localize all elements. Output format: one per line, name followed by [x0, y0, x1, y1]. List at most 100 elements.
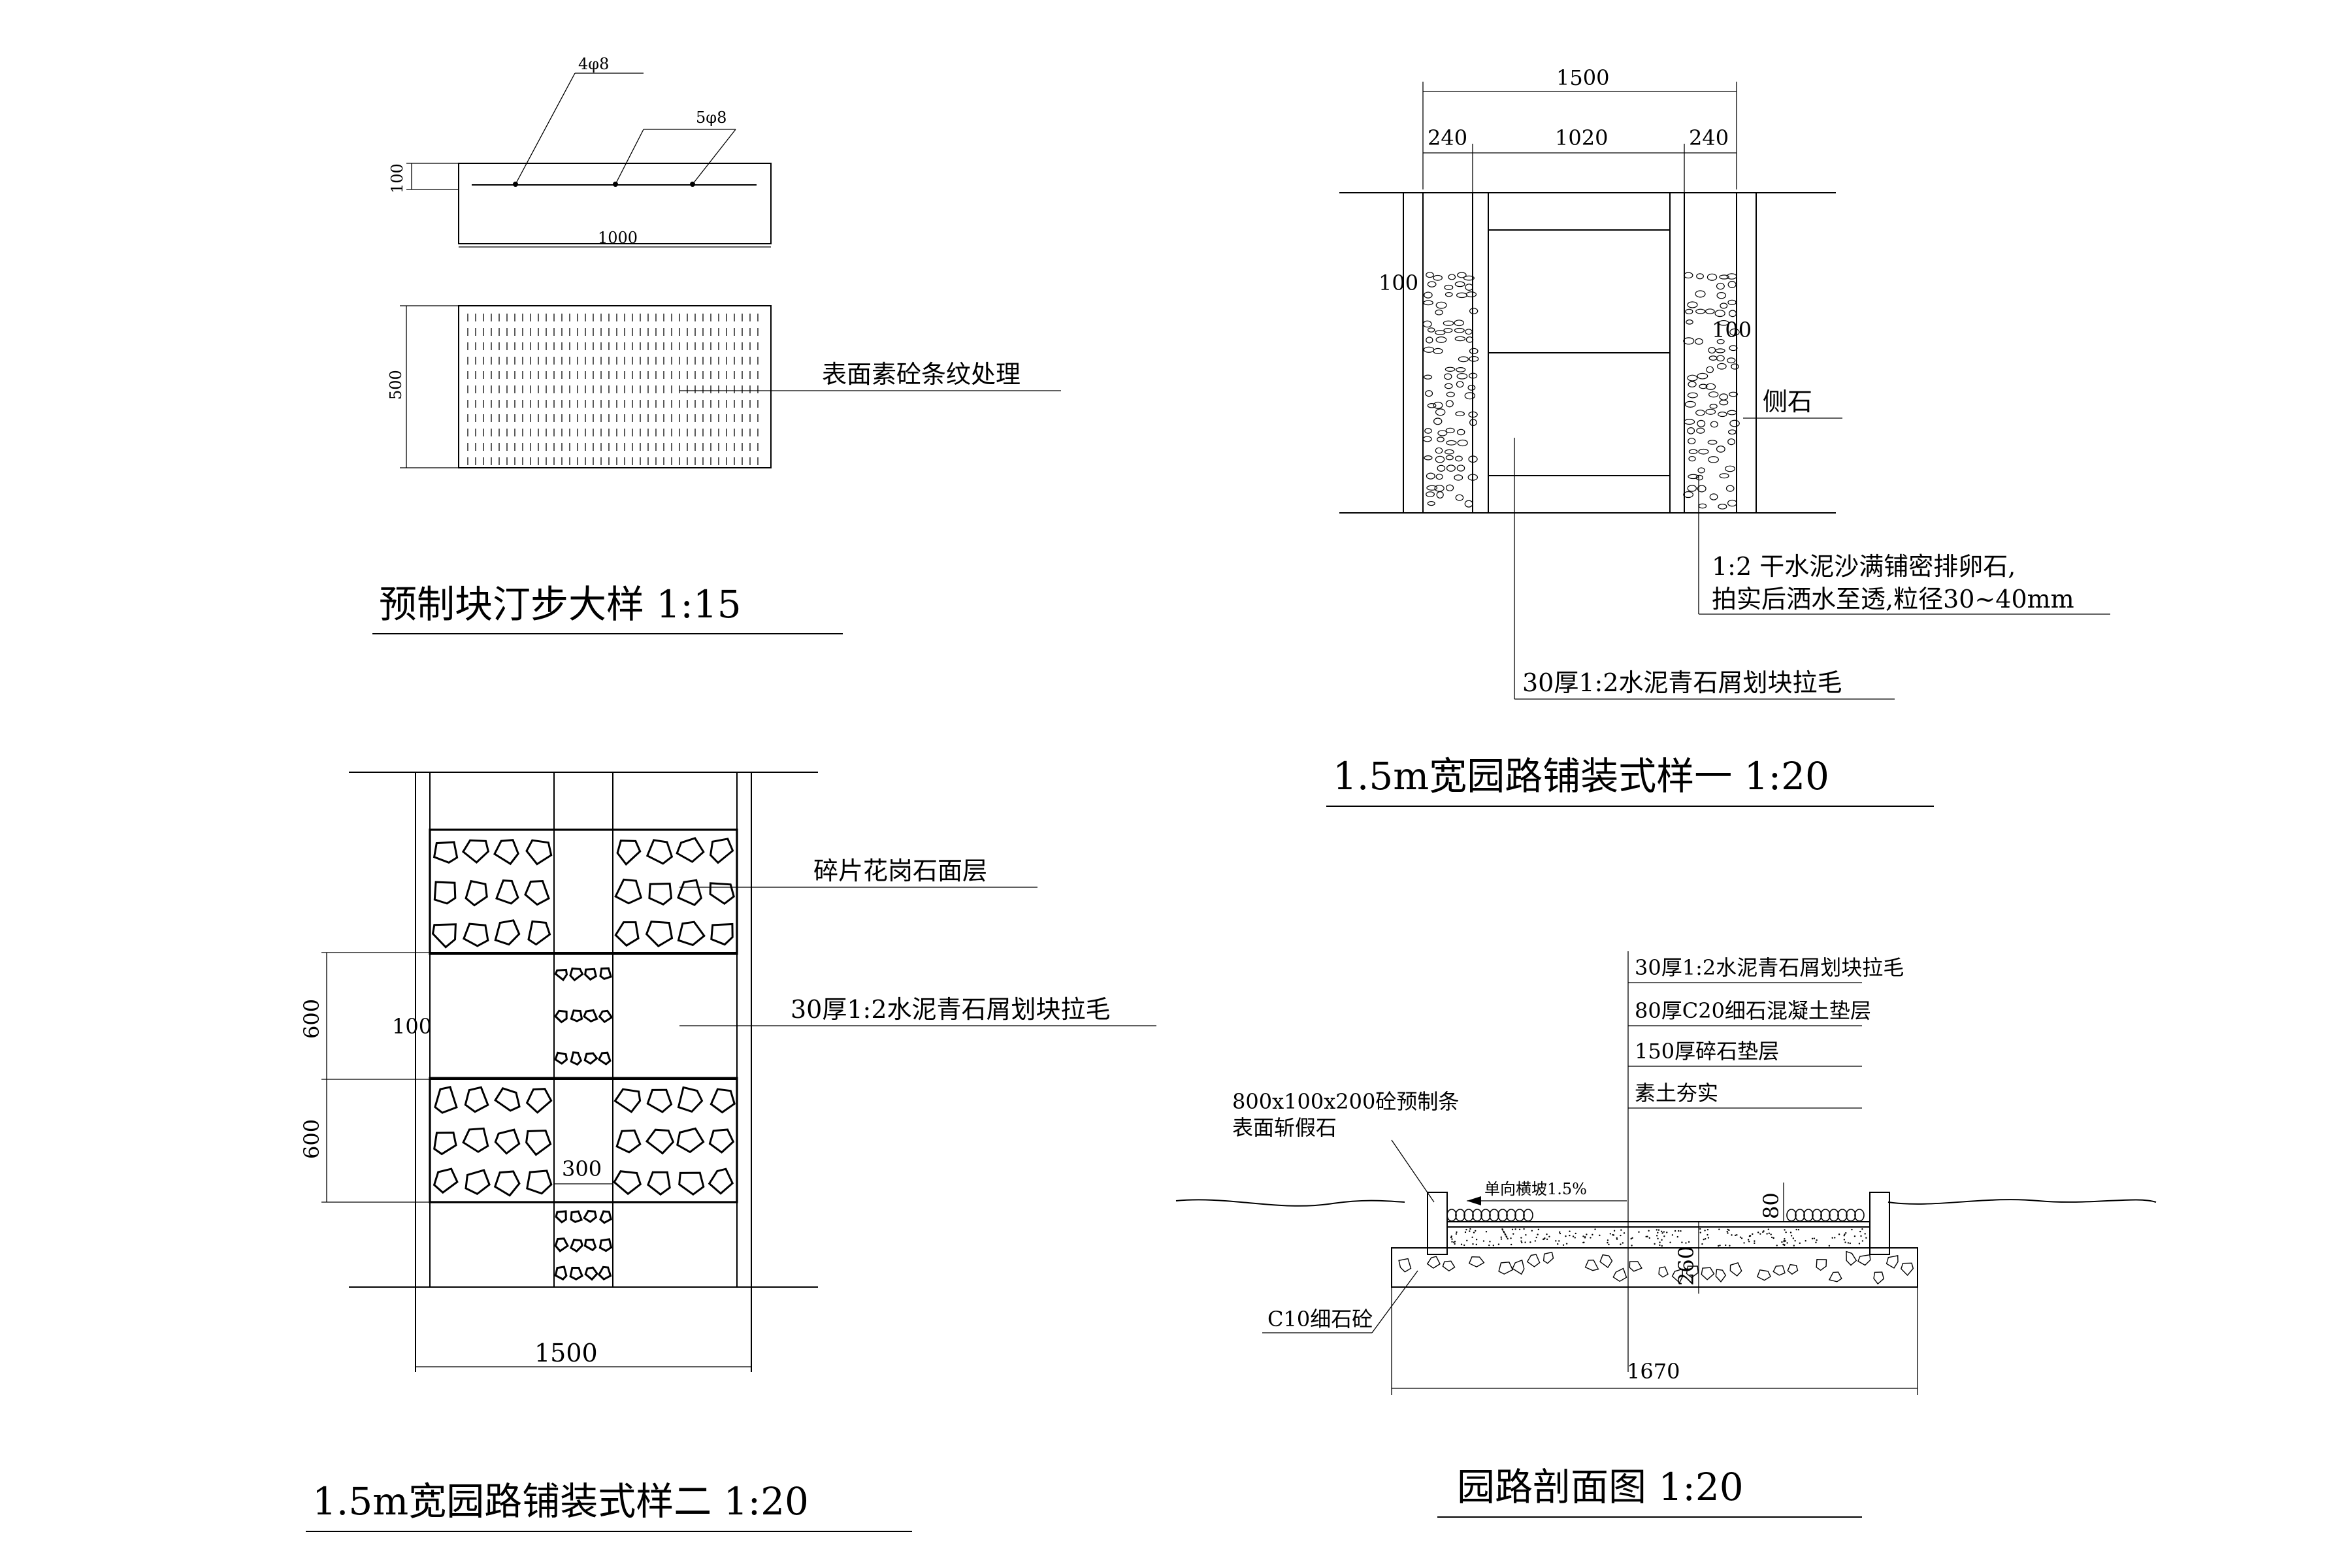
speckle-dot — [1843, 1235, 1845, 1237]
speckle-dot — [1657, 1237, 1659, 1240]
granite-fragment — [433, 1132, 457, 1156]
pebble — [1718, 411, 1727, 417]
pebble — [1469, 372, 1478, 379]
speckle-dot — [1771, 1236, 1773, 1239]
gravel-stone — [1756, 1269, 1771, 1281]
speckle-dot — [1748, 1235, 1751, 1237]
pebble — [1688, 449, 1698, 455]
pebble — [1698, 503, 1707, 509]
speckle-dot — [1471, 1236, 1473, 1238]
pebble — [1695, 474, 1703, 481]
curb-note-line2: 表面斩假石 — [1232, 1115, 1337, 1140]
pebble-coil — [1472, 1209, 1482, 1222]
granite-fragment — [584, 1266, 598, 1281]
dim-100: 100 — [392, 1014, 432, 1039]
pebble — [1454, 455, 1463, 462]
speckle-dot — [1731, 1234, 1733, 1236]
granite-fragment — [613, 1170, 642, 1196]
speckle-dot — [1736, 1233, 1738, 1236]
speckle-dot — [1858, 1243, 1861, 1245]
pebble — [1456, 292, 1467, 299]
curb-left — [1427, 1192, 1448, 1255]
speckle-dot — [1469, 1230, 1471, 1232]
speckle-dot — [1783, 1244, 1786, 1247]
gravel-stone — [1715, 1269, 1727, 1282]
speckle-dot — [1805, 1240, 1806, 1242]
speckle-dot — [1510, 1237, 1512, 1239]
speckle-dot — [1703, 1238, 1705, 1241]
speckle-dot — [1465, 1228, 1467, 1231]
pebble — [1436, 491, 1444, 498]
granite-fragment — [648, 882, 673, 906]
speckle-dot — [1849, 1242, 1852, 1245]
granite-fragment — [554, 1266, 568, 1281]
pebble — [1688, 455, 1696, 462]
pebble — [1424, 428, 1432, 434]
speckle-dot — [1785, 1231, 1787, 1233]
granite-fragment — [677, 879, 702, 906]
speckle-dot — [1463, 1244, 1465, 1247]
granite-fragment — [554, 1051, 568, 1065]
base-note: C10细石砼 — [1267, 1307, 1373, 1331]
pebble — [1683, 337, 1695, 345]
pebble — [1435, 336, 1447, 344]
speckle-dot — [1815, 1241, 1817, 1243]
speckle-dot — [1743, 1242, 1745, 1244]
granite-fragment — [461, 839, 490, 864]
speckle-dot — [1656, 1235, 1658, 1237]
speckle-dot — [1813, 1237, 1816, 1239]
pebble — [1446, 465, 1456, 472]
slope-arrow-icon — [1467, 1196, 1481, 1205]
speckle-dot — [1529, 1241, 1531, 1243]
speckle-dot — [1645, 1235, 1647, 1238]
pebble — [1455, 411, 1465, 417]
pebble — [1707, 440, 1718, 445]
pebble — [1720, 302, 1728, 309]
pebble-coil — [1514, 1209, 1525, 1222]
pebble — [1709, 403, 1718, 409]
pebble — [1695, 410, 1706, 416]
pebble — [1456, 429, 1465, 436]
leader-line — [615, 129, 644, 185]
speckle-dot — [1607, 1239, 1609, 1241]
speckle-dot — [1660, 1230, 1663, 1233]
pebble — [1455, 494, 1464, 501]
gravel-stone — [1686, 1266, 1699, 1279]
speckle-dot — [1521, 1241, 1523, 1244]
granite-fragment — [584, 968, 597, 981]
gravel-stone — [1787, 1264, 1799, 1275]
speckle-dot — [1648, 1230, 1650, 1232]
speckle-dot — [1557, 1243, 1559, 1245]
dim-total: 1500 — [534, 1339, 598, 1367]
pebble — [1423, 300, 1433, 306]
granite-fragment — [614, 878, 643, 905]
pebble-edging — [1446, 1209, 1865, 1222]
title-drawing1: 预制块汀步大样 1:15 — [379, 582, 742, 627]
gravel-stone — [1599, 1254, 1613, 1269]
pebble — [1719, 473, 1729, 479]
speckle-dot — [1718, 1228, 1720, 1230]
pebble — [1434, 485, 1445, 492]
speckle-dot — [1851, 1228, 1853, 1231]
pebble-coil — [1489, 1209, 1499, 1222]
speckle-dot — [1514, 1228, 1516, 1230]
speckle-dot — [1582, 1235, 1584, 1237]
speckle-dot — [1859, 1230, 1861, 1233]
pebble — [1683, 272, 1693, 279]
speckle-dot — [1546, 1233, 1548, 1235]
granite-fragment — [615, 1129, 642, 1154]
speckle-dot — [1699, 1232, 1701, 1233]
paving-style-two: 600 600 100 300 1500 碎片花岗石面层 30厚1:2水泥青石屑… — [299, 772, 1156, 1532]
speckle-dot — [1613, 1230, 1616, 1232]
paving-style-one: 1500 240 1020 240 100 100 侧石 1:2 干水泥沙满铺密… — [1326, 65, 2110, 807]
gravel-stone — [1828, 1271, 1842, 1282]
pebble — [1435, 474, 1443, 480]
granite-fragment — [570, 1051, 583, 1066]
pebble — [1683, 491, 1694, 498]
speckle-dot — [1783, 1239, 1786, 1242]
rebar-label-a: 4φ8 — [578, 55, 609, 73]
pebble — [1427, 403, 1437, 408]
speckle-dot — [1503, 1232, 1505, 1233]
pebble — [1697, 372, 1708, 380]
granite-fragment — [599, 967, 612, 980]
